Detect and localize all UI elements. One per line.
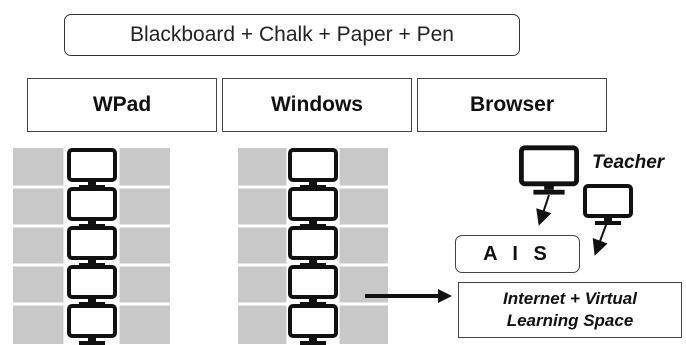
internet-label-line2: Learning Space bbox=[506, 311, 634, 330]
teacher-monitor-large bbox=[521, 148, 576, 195]
internet-label-line1: Internet + Virtual bbox=[503, 289, 637, 308]
windows-box: Windows bbox=[222, 78, 412, 132]
arrow-windows-to-internet-head bbox=[438, 289, 452, 303]
wpad-label: WPad bbox=[92, 93, 152, 116]
browser-label: Browser bbox=[469, 93, 555, 116]
ais-label: A I S bbox=[483, 242, 552, 265]
windows-label: Windows bbox=[271, 93, 363, 116]
arrow-teacher-to-ais bbox=[592, 224, 608, 256]
blackboard-box: Blackboard + Chalk + Paper + Pen bbox=[64, 14, 520, 56]
internet-box: Internet + Virtual Learning Space bbox=[458, 282, 682, 338]
arrow-teacher-to-ais bbox=[536, 194, 552, 226]
ais-box: A I S bbox=[455, 235, 580, 273]
teacher-monitor-small bbox=[583, 184, 633, 227]
wpad-box: WPad bbox=[27, 78, 217, 132]
teacher-label: Teacher bbox=[592, 152, 665, 173]
blackboard-label: Blackboard + Chalk + Paper + Pen bbox=[130, 23, 454, 46]
browser-box: Browser bbox=[417, 78, 607, 132]
